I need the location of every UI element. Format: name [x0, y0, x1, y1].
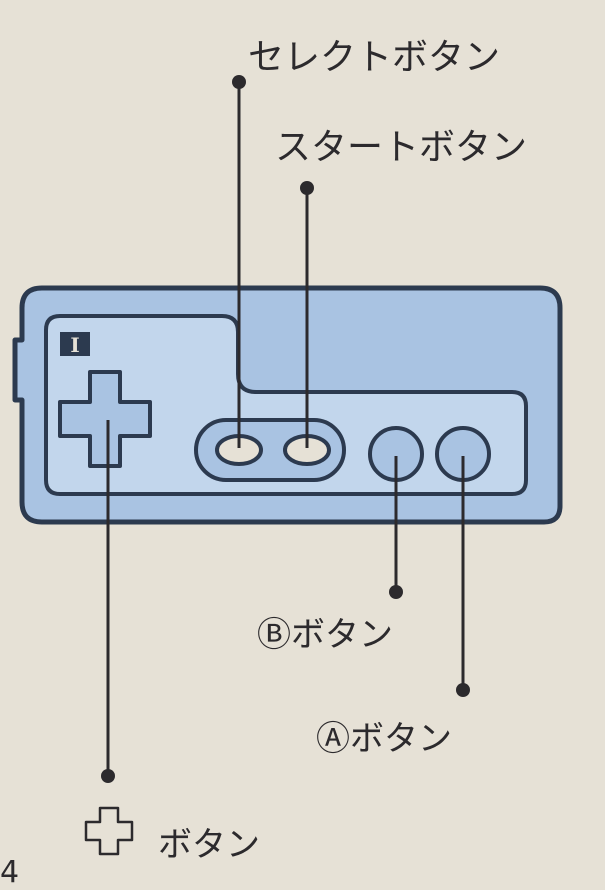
- b-button-label: Ⓑボタン: [257, 615, 393, 655]
- start-button-label: スタートボタン: [275, 127, 528, 168]
- a-button-label: Ⓐボタン: [316, 719, 452, 759]
- page-number: 4: [0, 855, 20, 890]
- player-number: I: [70, 333, 79, 357]
- select-callout-dot: [232, 75, 246, 89]
- dpad-button[interactable]: [58, 370, 152, 468]
- start-callout-dot: [300, 181, 314, 195]
- dpad-button-label: ボタン: [158, 825, 260, 865]
- callouts: [101, 75, 470, 783]
- select-button-label: セレクトボタン: [248, 37, 501, 78]
- dpad-cross-icon: [84, 806, 134, 856]
- dpad-callout-dot: [101, 769, 115, 783]
- controller: I: [12, 285, 563, 525]
- b-callout-dot: [389, 585, 403, 599]
- player-number-badge: [60, 332, 90, 356]
- a-callout-dot: [456, 683, 470, 697]
